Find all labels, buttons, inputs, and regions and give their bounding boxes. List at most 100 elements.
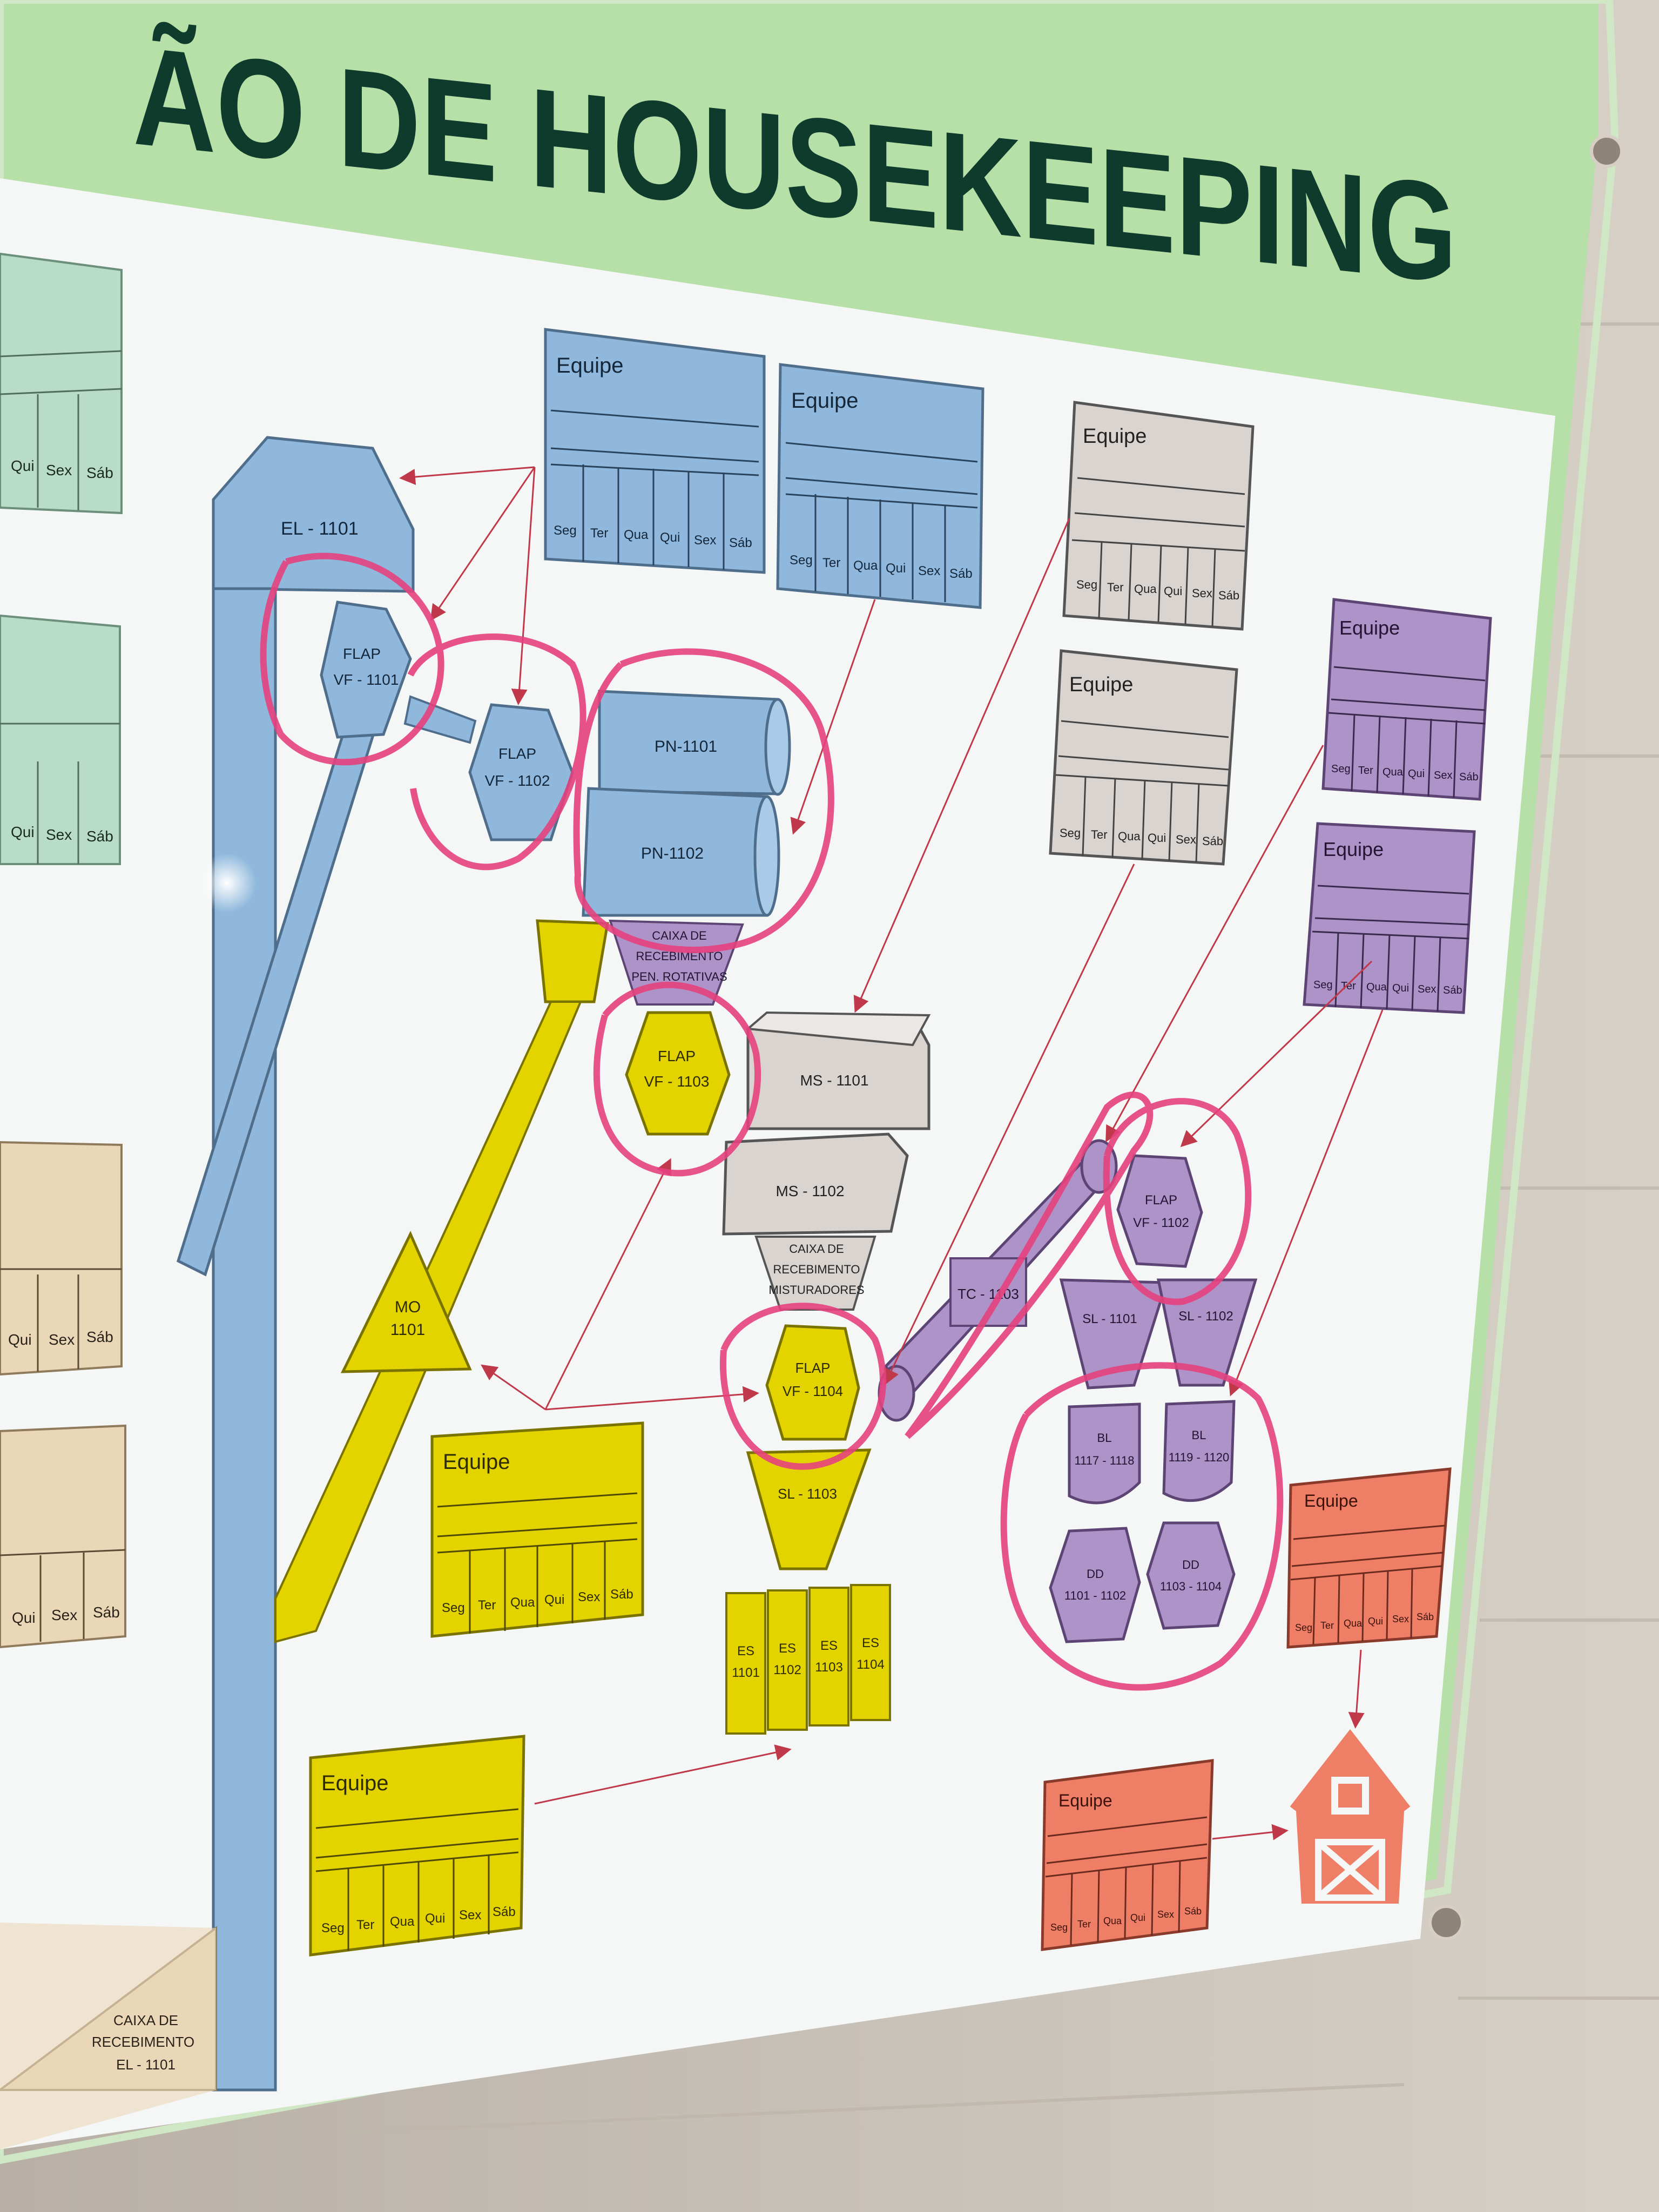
svg-text:Ter: Ter xyxy=(1320,1620,1334,1631)
svg-text:TC - 1103: TC - 1103 xyxy=(957,1286,1019,1302)
svg-text:Seg: Seg xyxy=(1076,578,1097,591)
flap-vf-1101: FLAP VF - 1101 xyxy=(320,601,412,739)
svg-text:VF - 1102: VF - 1102 xyxy=(1133,1216,1189,1230)
svg-text:Ter: Ter xyxy=(356,1918,374,1932)
svg-text:Qua: Qua xyxy=(1344,1618,1363,1629)
svg-text:PN-1102: PN-1102 xyxy=(641,845,704,862)
svg-text:Sáb: Sáb xyxy=(1202,834,1223,848)
svg-text:Sáb: Sáb xyxy=(1184,1906,1202,1917)
pn-1101: PN-1101 xyxy=(598,690,791,796)
mo-1101: MO 1101 xyxy=(340,1231,472,1373)
svg-text:Qua: Qua xyxy=(510,1595,535,1610)
team-box-gray-2: Equipe Seg Ter Qua Qui Sex Sáb xyxy=(1049,649,1238,866)
glass-edge xyxy=(0,0,1619,2164)
flap-vf-1103: FLAP VF - 1103 xyxy=(625,1011,731,1136)
svg-text:Qui: Qui xyxy=(11,824,35,840)
svg-text:Ter: Ter xyxy=(1077,1919,1091,1930)
svg-text:ES: ES xyxy=(737,1644,754,1658)
svg-text:Equipe: Equipe xyxy=(443,1450,510,1474)
svg-text:Seg: Seg xyxy=(790,553,813,568)
sl-1103: SL - 1103 xyxy=(746,1448,872,1570)
svg-text:Sex: Sex xyxy=(1157,1909,1174,1920)
svg-text:SL - 1102: SL - 1102 xyxy=(1178,1309,1233,1324)
sl-1102: SL - 1102 xyxy=(1156,1278,1258,1387)
duct-vf1101-vf1102 xyxy=(403,695,477,744)
flow-arrows xyxy=(399,466,1384,1840)
svg-text:Seg: Seg xyxy=(554,523,577,538)
svg-text:Qua: Qua xyxy=(1366,981,1387,993)
svg-text:MISTURADORES: MISTURADORES xyxy=(768,1283,864,1297)
team-box-salmon-1: Equipe Seg Ter Qua Qui Sex Sáb xyxy=(1286,1467,1452,1649)
svg-text:Qui: Qui xyxy=(12,1609,36,1626)
svg-text:Sex: Sex xyxy=(1392,1614,1409,1624)
svg-text:VF - 1101: VF - 1101 xyxy=(334,671,399,688)
svg-text:DD: DD xyxy=(1087,1567,1104,1581)
day-sab: Sáb xyxy=(86,464,113,481)
svg-text:1103: 1103 xyxy=(815,1660,843,1675)
dd-1101-1102: DD 1101 - 1102 xyxy=(1049,1527,1141,1643)
svg-text:Sex: Sex xyxy=(51,1607,77,1623)
svg-text:Qua: Qua xyxy=(1118,830,1141,843)
marker-circles xyxy=(260,552,1284,1691)
svg-text:ES: ES xyxy=(862,1636,879,1650)
flap-vf-1102-b: FLAP VF - 1102 xyxy=(1116,1154,1203,1268)
svg-text:Sex: Sex xyxy=(1176,833,1196,846)
svg-text:CAIXA DE: CAIXA DE xyxy=(652,929,706,942)
svg-text:1119 - 1120: 1119 - 1120 xyxy=(1169,1451,1230,1464)
svg-text:Qui: Qui xyxy=(8,1331,32,1348)
svg-text:Seg: Seg xyxy=(1331,763,1351,775)
svg-text:Seg: Seg xyxy=(1295,1622,1312,1633)
svg-text:Equipe: Equipe xyxy=(1339,617,1400,639)
svg-text:Seg: Seg xyxy=(442,1601,465,1615)
yellow-hopper xyxy=(536,919,609,1003)
team-box-gray-1: Equipe Seg Ter Qua Qui Sex Sáb xyxy=(1062,401,1255,631)
flap-vf-1102-a: FLAP VF - 1102 xyxy=(468,703,574,841)
team-box-purple-2: Equipe Seg Ter Qua Qui Sex Sáb xyxy=(1303,822,1476,1014)
svg-text:Sex: Sex xyxy=(918,564,940,578)
svg-text:FLAP: FLAP xyxy=(1145,1193,1177,1208)
screw-top-right xyxy=(1590,134,1623,168)
svg-text:Sex: Sex xyxy=(46,826,72,843)
svg-text:Seg: Seg xyxy=(1313,979,1333,991)
svg-text:DD: DD xyxy=(1182,1558,1199,1572)
svg-text:Qui: Qui xyxy=(1392,982,1409,994)
svg-text:CAIXA DE: CAIXA DE xyxy=(789,1242,844,1256)
svg-text:1101: 1101 xyxy=(390,1321,426,1339)
svg-text:Qua: Qua xyxy=(1382,766,1404,778)
svg-text:Equipe: Equipe xyxy=(791,389,859,413)
svg-text:SL - 1101: SL - 1101 xyxy=(1082,1312,1137,1326)
svg-text:RECEBIMENTO: RECEBIMENTO xyxy=(92,2034,194,2050)
svg-text:MO: MO xyxy=(395,1298,421,1316)
svg-text:1102: 1102 xyxy=(773,1663,801,1677)
svg-text:BL: BL xyxy=(1097,1431,1112,1445)
svg-text:Ter: Ter xyxy=(1358,765,1373,777)
light-glare xyxy=(197,853,257,913)
svg-text:Sáb: Sáb xyxy=(493,1905,516,1919)
es-silos: ES 1101 ES 1102 ES 1103 ES 1104 xyxy=(725,1584,891,1735)
svg-text:Qua: Qua xyxy=(1103,1916,1122,1926)
svg-text:Qui: Qui xyxy=(544,1593,564,1607)
svg-text:1101: 1101 xyxy=(732,1665,760,1680)
svg-text:Qua: Qua xyxy=(853,558,878,573)
svg-text:PN-1101: PN-1101 xyxy=(655,738,717,756)
svg-text:Sáb: Sáb xyxy=(1443,984,1462,996)
svg-text:Qua: Qua xyxy=(624,528,649,542)
svg-text:Equipe: Equipe xyxy=(1304,1491,1358,1510)
svg-text:Sáb: Sáb xyxy=(610,1587,633,1602)
svg-text:FLAP: FLAP xyxy=(343,645,381,662)
svg-text:Seg: Seg xyxy=(321,1921,345,1936)
svg-text:Qui: Qui xyxy=(886,561,906,576)
barn-icon xyxy=(1290,1729,1411,1904)
svg-text:VF - 1103: VF - 1103 xyxy=(644,1073,710,1090)
day-sex: Sex xyxy=(46,462,72,478)
svg-text:Sex: Sex xyxy=(694,533,716,548)
svg-text:Sex: Sex xyxy=(578,1590,600,1604)
svg-text:Equipe: Equipe xyxy=(1083,425,1147,448)
svg-text:Qui: Qui xyxy=(660,530,680,545)
svg-text:Sáb: Sáb xyxy=(1417,1611,1434,1622)
svg-text:Ter: Ter xyxy=(1091,828,1108,841)
svg-text:1117 - 1118: 1117 - 1118 xyxy=(1075,1454,1135,1467)
svg-text:ES: ES xyxy=(779,1641,796,1656)
day-qui: Qui xyxy=(11,457,35,474)
